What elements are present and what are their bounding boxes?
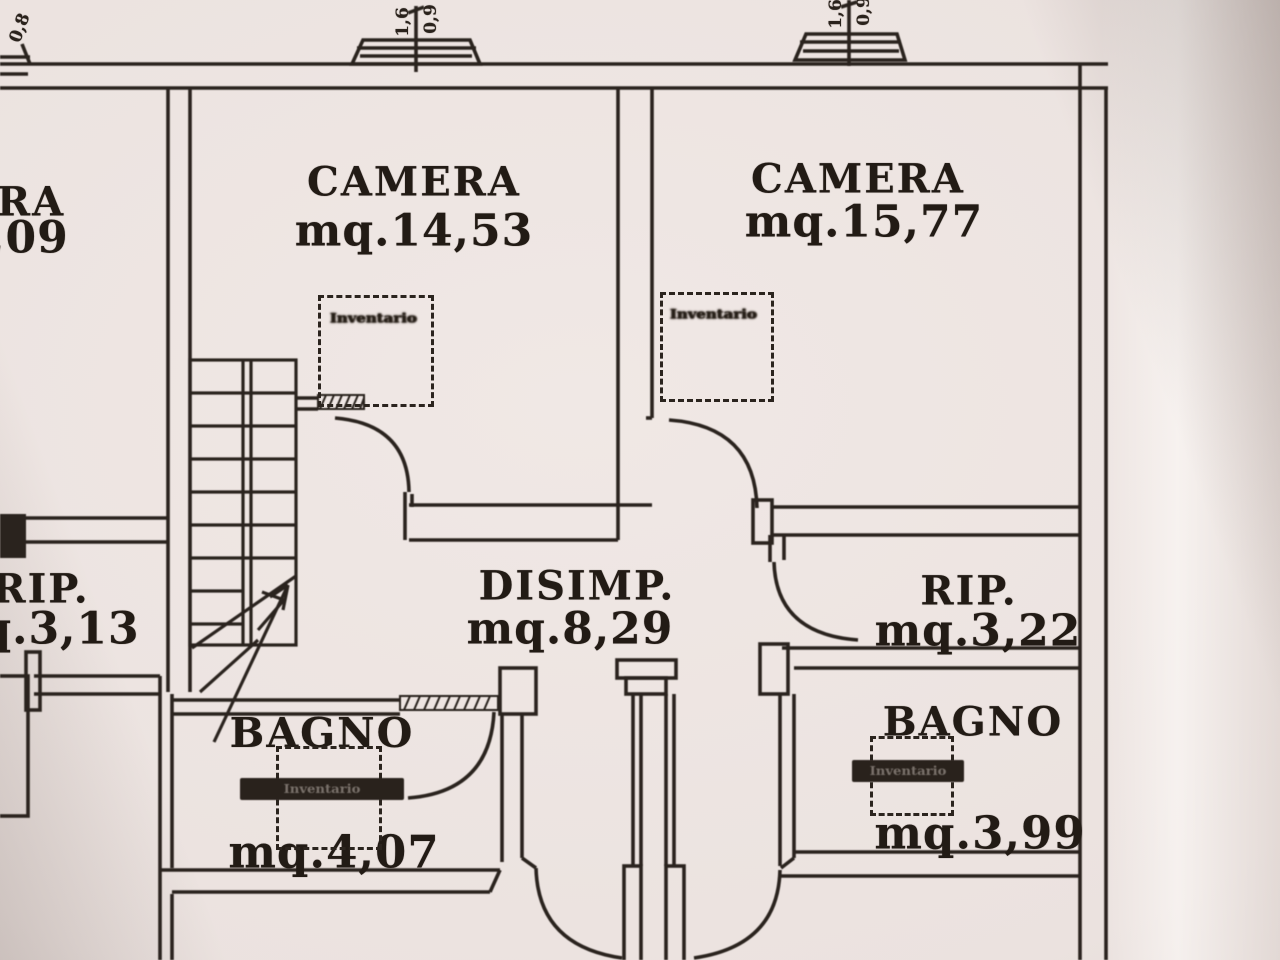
rip-right-top-wall	[768, 505, 1080, 562]
stamp-label: Inventario	[869, 764, 947, 778]
bagno-right-left-wall	[778, 694, 796, 870]
room-area-camera-left: mq.14,53	[294, 205, 534, 257]
room-label-camera-left: CAMERA	[307, 158, 521, 206]
room-area-camera-edge: ,09	[0, 212, 69, 264]
room-label-disimpegno: DISIMP.	[478, 562, 676, 610]
room-area-camera-right: mq.15,77	[744, 196, 984, 248]
hatched-wall	[399, 695, 499, 711]
window-dim-width: 1,6	[393, 7, 413, 37]
door-arc	[334, 416, 411, 493]
window-dim-height: 0,9	[854, 0, 874, 26]
room-label-camera-right: CAMERA	[751, 155, 965, 203]
door-arc	[693, 869, 782, 960]
door-arc	[407, 711, 496, 800]
wall-h-left-2	[0, 650, 160, 818]
stamp-label: Inventario	[669, 307, 757, 323]
radiator-band	[240, 778, 404, 800]
stamp-label: Inventario	[283, 782, 361, 796]
room-area-bagno-left: mq.4,07	[228, 825, 440, 879]
left-wall	[166, 88, 192, 692]
bagno-right-bottom-wall	[780, 850, 1080, 878]
stairs-symbol	[188, 358, 298, 743]
bagno-left-walls	[158, 666, 538, 960]
room-area-rip-right: mq.3,22	[874, 605, 1082, 657]
right-wall	[1078, 64, 1108, 960]
window-symbol	[349, 5, 483, 72]
wall-h-left	[0, 514, 168, 558]
room-area-disimpegno: mq.8,29	[466, 603, 674, 655]
door-arc	[534, 867, 623, 960]
fixture-symbol	[0, 674, 30, 818]
door-arc	[772, 561, 859, 642]
room-label-rip-right: RIP.	[920, 567, 1018, 615]
window-dim-width: 1,6	[826, 0, 846, 29]
center-wall	[616, 88, 654, 540]
room-area-rip-left: q.3,13	[0, 603, 140, 655]
room-label-rip-left: RIP.	[0, 565, 90, 613]
camera-left-bottom-wall	[296, 396, 652, 542]
bagno-right-top-wall	[758, 642, 1080, 696]
radiator-band	[852, 760, 964, 782]
window-symbol	[792, 0, 908, 66]
stamp-box	[660, 292, 774, 402]
stamp-box	[318, 295, 434, 407]
window-dim-height: 0,9	[421, 4, 441, 34]
door-arc	[668, 418, 759, 509]
stamp-label: Inventario	[329, 311, 417, 327]
top-wall	[0, 62, 1108, 90]
corridor-partition	[615, 658, 686, 960]
room-label-camera-edge: RA	[0, 178, 66, 226]
window-symbol-partial	[0, 43, 32, 76]
door-jamb	[751, 498, 774, 545]
